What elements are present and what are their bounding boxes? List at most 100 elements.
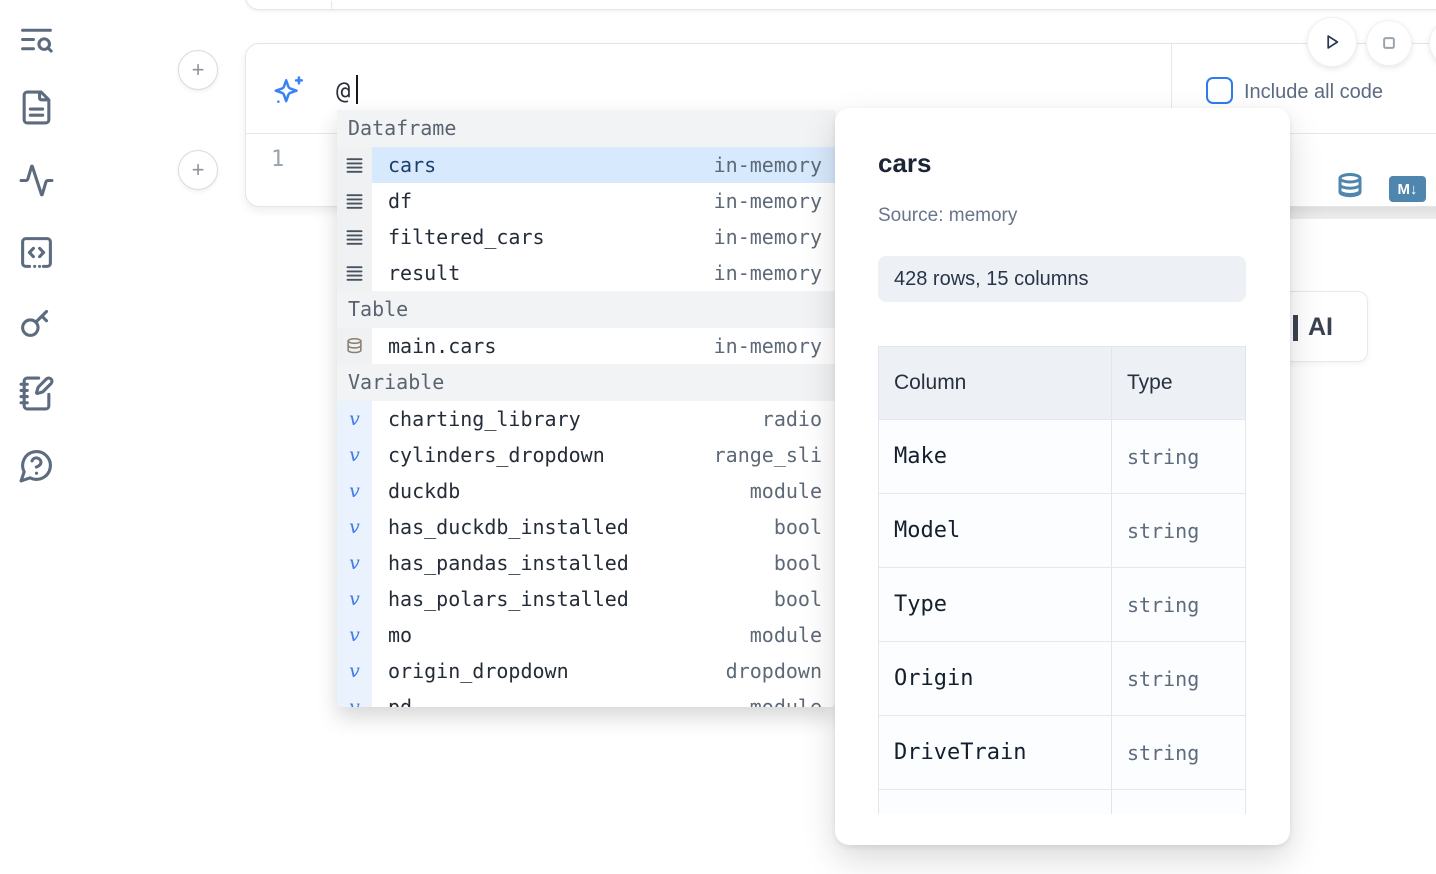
stop-button[interactable] [1367,21,1411,65]
autocomplete-item[interactable]: v pd module [337,689,835,707]
autocomplete-item-name: pd [388,695,413,707]
preview-cell-column: Origin [879,642,1112,715]
preview-cell-type [1112,790,1245,814]
variable-icon: v [349,480,360,502]
autocomplete-item[interactable]: v mo module [337,617,835,653]
preview-cell-type: string [1127,592,1200,617]
preview-cell-column: Type [879,568,1112,641]
key-icon[interactable] [18,303,55,340]
autocomplete-item-name: has_polars_installed [388,587,629,611]
autocomplete-item[interactable]: v has_pandas_installed bool [337,545,835,581]
autocomplete-item-gutter [337,255,372,291]
preview-table: Column Type Make string Model string Typ… [878,346,1246,814]
autocomplete-item[interactable]: v has_polars_installed bool [337,581,835,617]
autocomplete-item-gutter [337,147,372,183]
preview-header-type: Type [1127,371,1173,394]
autocomplete-item[interactable]: df in-memory [337,183,835,219]
autocomplete-item-name: main.cars [388,334,497,358]
autocomplete-item-name: has_duckdb_installed [388,515,629,539]
autocomplete-item-detail: bool [773,587,822,611]
autocomplete-item-name: cylinders_dropdown [388,443,605,467]
include-all-code-label: Include all code [1244,81,1383,103]
autocomplete-item-name: has_pandas_installed [388,551,629,575]
occluded-glyph-fragment [1293,315,1298,341]
autocomplete-item-gutter [337,183,372,219]
preview-cell-type: string [1127,740,1200,765]
autocomplete-item[interactable]: v origin_dropdown dropdown [337,653,835,689]
variable-icon: v [349,588,360,610]
code-cell-icon[interactable] [18,234,55,271]
variable-icon: v [349,660,360,682]
help-icon[interactable] [18,447,55,484]
activity-icon[interactable] [18,162,55,199]
database-icon[interactable] [1335,172,1365,202]
preview-title: cars [878,148,932,178]
rows-icon [346,193,363,210]
autocomplete-item-name: result [388,261,461,285]
autocomplete-item-detail: module [749,623,822,647]
extra-control-button[interactable] [1430,21,1436,65]
preview-cell-type: string [1127,444,1200,469]
autocomplete-item[interactable]: result in-memory [337,255,835,291]
autocomplete-item-gutter: v [337,617,372,653]
preview-cell-column: Model [879,494,1112,567]
autocomplete-item-name: filtered_cars [388,225,545,249]
document-icon[interactable] [18,89,55,126]
autocomplete-item-gutter: v [337,401,372,437]
preview-table-row: Origin string [879,641,1245,715]
preview-table-row: Make string [879,419,1245,493]
autocomplete-item[interactable]: v charting_library radio [337,401,835,437]
preview-table-row: Model string [879,493,1245,567]
add-cell-below-button[interactable]: + [178,150,218,190]
preview-cell-type: string [1127,666,1200,691]
autocomplete-item[interactable]: filtered_cars in-memory [337,219,835,255]
autocomplete-item-detail: range_sli [713,443,822,467]
autocomplete-item-detail: dropdown [725,659,822,683]
variable-icon: v [349,444,360,466]
add-cell-above-button[interactable]: + [178,50,218,90]
autocomplete-item-detail: radio [761,407,822,431]
scratchpad-icon[interactable] [18,375,55,412]
variable-icon: v [349,408,360,430]
ai-prompt-value: @ [336,77,351,105]
autocomplete-item-name: duckdb [388,479,461,503]
include-all-code-checkbox[interactable] [1206,77,1233,104]
variable-icon: v [349,552,360,574]
autocomplete-item[interactable]: v cylinders_dropdown range_sli [337,437,835,473]
autocomplete-item-gutter [337,219,372,255]
line-number: 1 [271,147,285,172]
autocomplete-item[interactable]: v duckdb module [337,473,835,509]
preview-shape-badge: 428 rows, 15 columns [878,256,1246,302]
run-cell-button[interactable] [1308,18,1356,66]
preview-header-column: Column [879,347,1112,419]
autocomplete-item-detail: in-memory [713,189,822,213]
preview-cell-column: DriveTrain [879,716,1112,789]
variable-icon: v [349,624,360,646]
file-search-icon[interactable] [18,21,55,58]
autocomplete-item-detail: in-memory [713,153,822,177]
autocomplete-item[interactable]: main.cars in-memory [337,328,835,364]
autocomplete-item-detail: module [749,695,822,707]
rows-icon [346,157,363,174]
previous-cell-fragment [245,0,1436,10]
text-cursor [356,75,358,104]
autocomplete-item-gutter: v [337,581,372,617]
autocomplete-item-detail: bool [773,551,822,575]
markdown-icon[interactable]: M↓ [1389,176,1426,202]
autocomplete-item[interactable]: cars in-memory [337,147,835,183]
variable-icon: v [349,696,360,707]
autocomplete-item-detail: in-memory [713,261,822,285]
ai-button-label: AI [1308,313,1333,341]
code-editor-row[interactable]: 1 M↓ [246,134,1436,206]
autocomplete-item-detail: module [749,479,822,503]
variable-icon: v [349,516,360,538]
autocomplete-item[interactable]: v has_duckdb_installed bool [337,509,835,545]
preview-table-header-row: Column Type [879,347,1245,419]
previous-cell-column-divider [331,1,332,10]
preview-table-row: Type string [879,567,1245,641]
dataframe-preview-panel: cars Source: memory 428 rows, 15 columns… [835,108,1290,845]
autocomplete-item-gutter: v [337,545,372,581]
autocomplete-item-name: df [388,189,413,213]
autocomplete-section-header: Dataframe [337,110,835,147]
